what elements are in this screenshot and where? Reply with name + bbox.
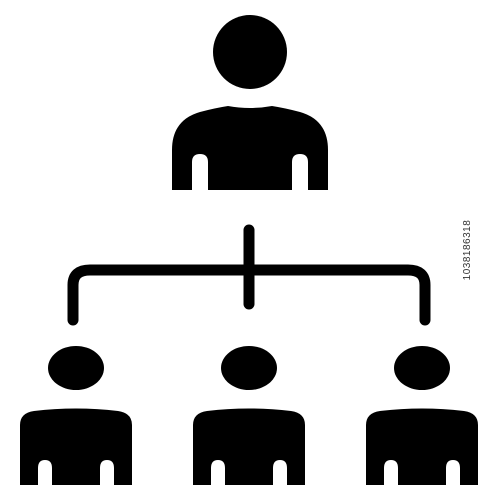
top-person-icon (172, 15, 328, 190)
bottom-middle-person-body (193, 408, 305, 485)
connector-horizontal (67, 264, 431, 326)
bottom-right-person-body (366, 408, 478, 485)
bottom-right-person-icon (366, 346, 478, 485)
bottom-middle-person-head (221, 346, 277, 390)
hierarchy-connector (67, 224, 431, 326)
side-id-label: 1038186318 (462, 219, 474, 281)
bottom-left-person-icon (20, 346, 132, 485)
bottom-middle-person-icon (193, 346, 305, 485)
top-person-body (172, 106, 328, 190)
bottom-right-person-head (394, 346, 450, 390)
top-person-head (213, 15, 287, 89)
bottom-left-person-head (48, 346, 104, 390)
bottom-left-person-body (20, 408, 132, 485)
